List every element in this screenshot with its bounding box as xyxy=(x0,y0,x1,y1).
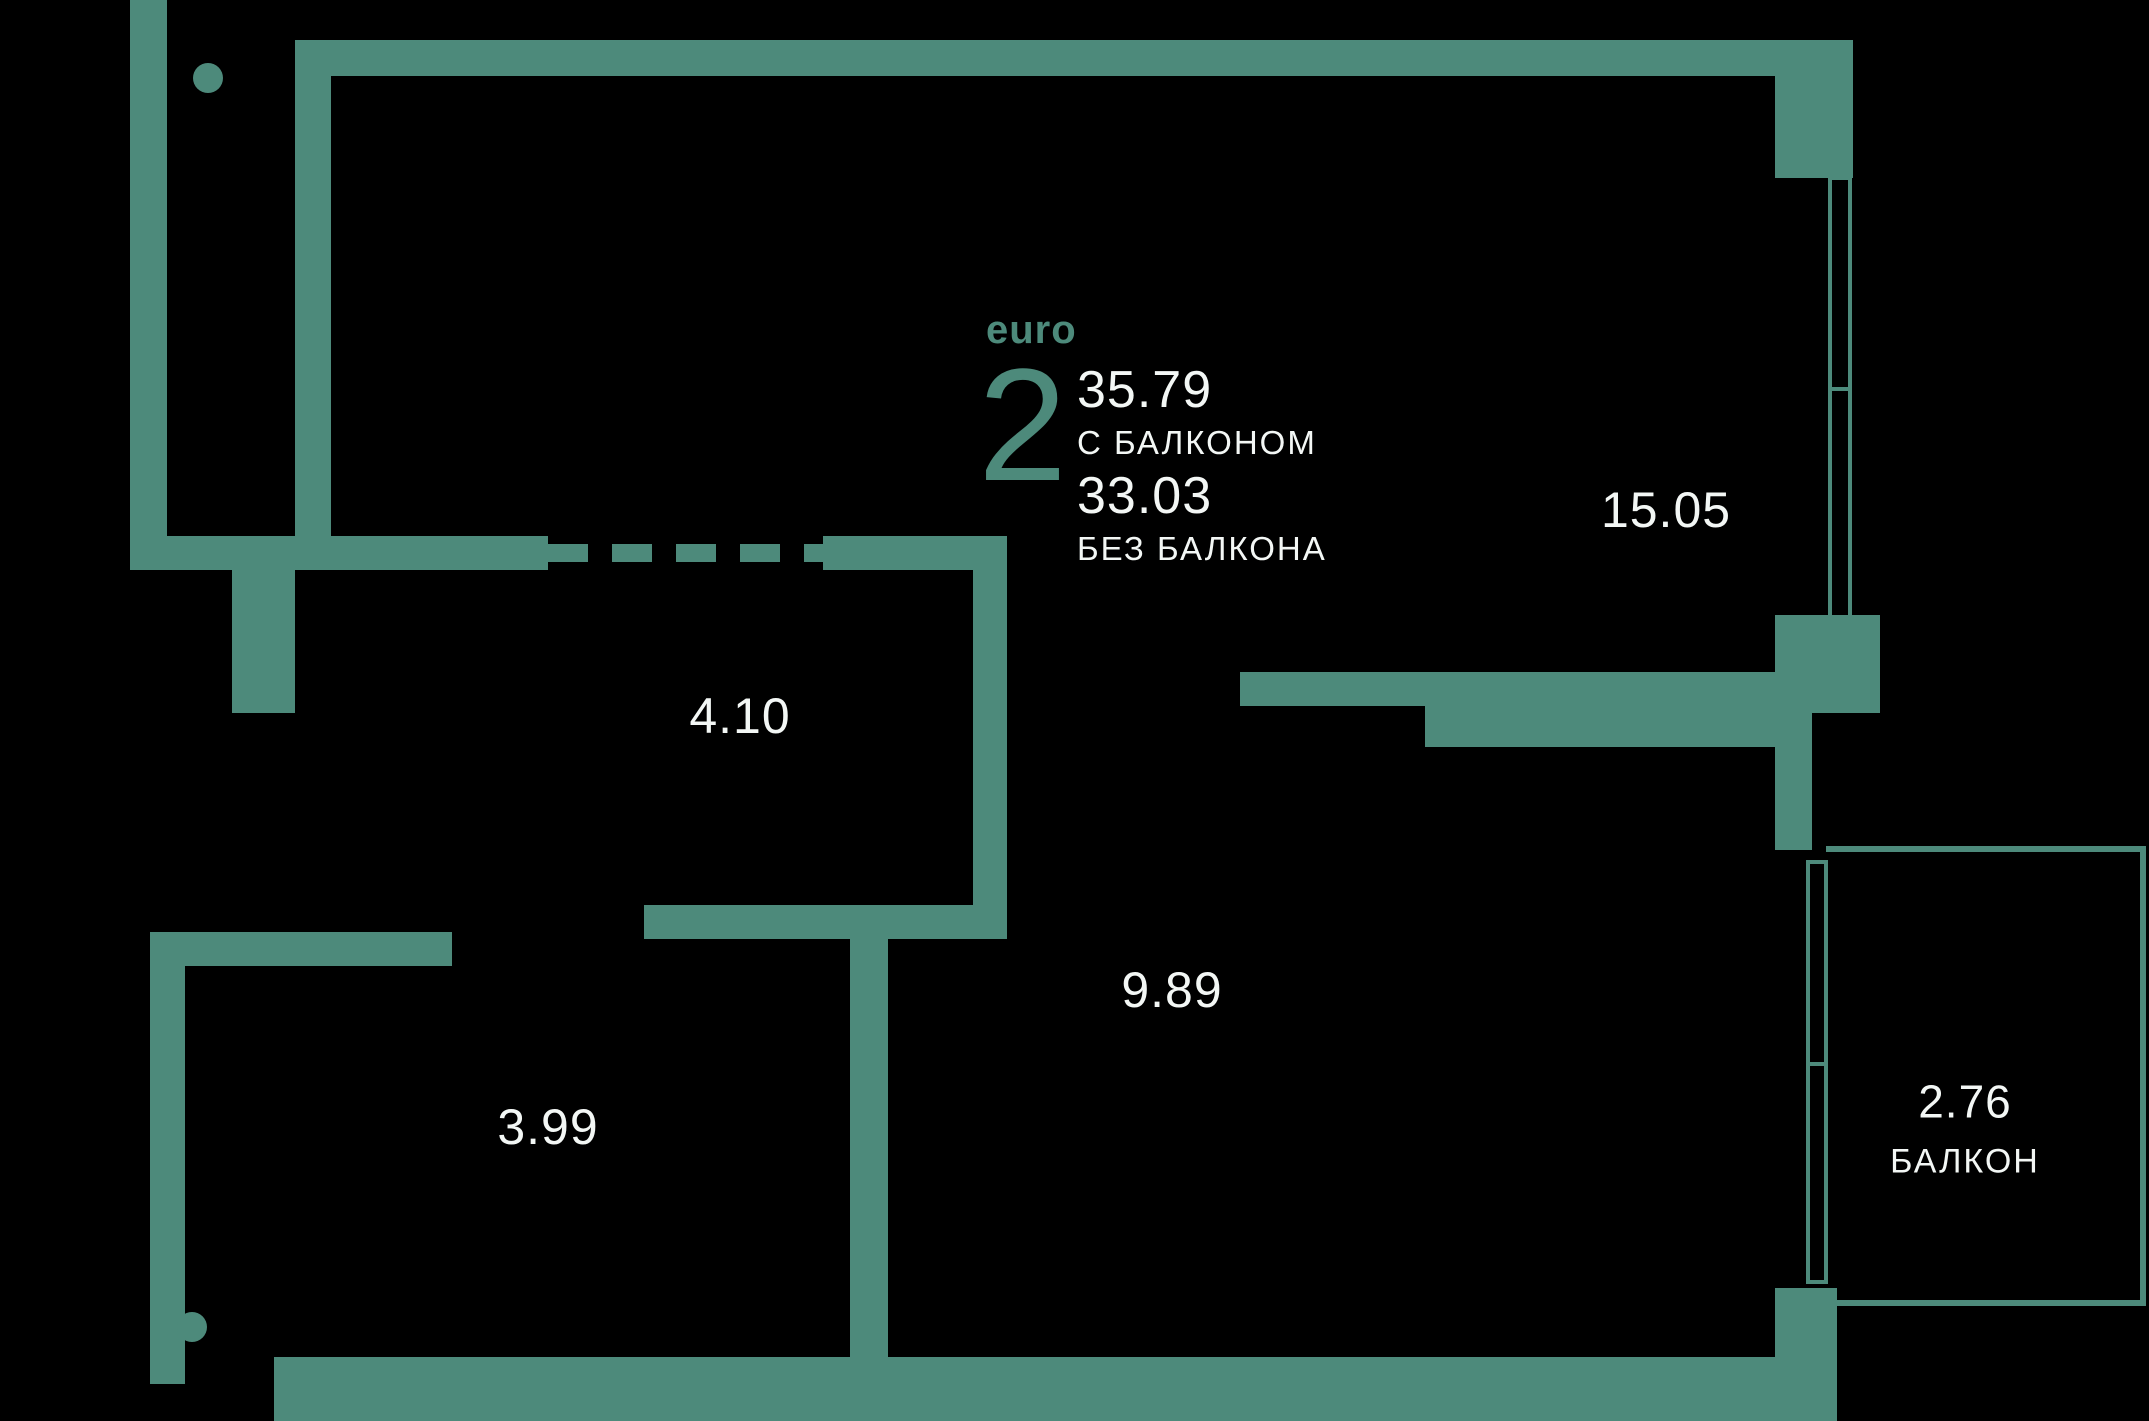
balcony-area-value: 2.76 xyxy=(1918,1075,2012,1128)
wall-hall-right xyxy=(973,570,1007,939)
apartment-type-label: euro xyxy=(986,308,1077,352)
wall-entry-left-vertical xyxy=(130,0,167,570)
wall-hall-top-left xyxy=(295,536,548,570)
wall-left-lower-vertical xyxy=(150,932,185,1384)
dashed-opening-line xyxy=(548,544,823,562)
room-area-bathroom: 3.99 xyxy=(497,1099,599,1155)
apartment-summary: euro 2 35.79 С БАЛКОНОМ 33.03 БЕЗ БАЛКОН… xyxy=(978,308,1327,573)
area-with-balcony: 35.79 xyxy=(1076,361,1213,419)
window-balcony-icon xyxy=(1806,860,1828,1284)
room-area-hallway: 4.10 xyxy=(689,688,791,744)
wall-bathroom-right xyxy=(850,939,888,1357)
room-area-balcony: 2.76 БАЛКОН xyxy=(1890,1075,2040,1182)
wall-right-mid xyxy=(1775,713,1812,850)
wall-right-upper xyxy=(1775,40,1853,178)
wall-right-below-window xyxy=(1775,615,1880,713)
room-area-living: 15.05 xyxy=(1600,482,1732,538)
window-living-room-icon xyxy=(1828,176,1852,620)
window-mullion-icon xyxy=(1832,387,1848,392)
window-mullion-icon xyxy=(1810,1061,1824,1066)
door-pivot-marker-bottom xyxy=(177,1312,207,1342)
without-balcony-caption: БЕЗ БАЛКОНА xyxy=(1076,530,1327,568)
wall-hall-top-right xyxy=(823,536,1007,570)
balcony-edge-right xyxy=(2140,846,2146,1306)
wall-shaft-right xyxy=(295,40,331,570)
wall-hall-bottom xyxy=(644,905,1007,939)
room-count: 2 xyxy=(978,335,1067,514)
wall-room-separator-thick xyxy=(1425,706,1775,747)
with-balcony-caption: С БАЛКОНОМ xyxy=(1076,424,1317,462)
wall-bathroom-top xyxy=(150,932,452,966)
door-pivot-marker-top xyxy=(193,63,223,93)
wall-room-separator xyxy=(1240,672,1775,706)
balcony-edge-bottom xyxy=(1826,1300,2146,1306)
room-area-kitchen: 9.89 xyxy=(1121,962,1223,1018)
balcony-edge-top xyxy=(1826,846,2146,852)
wall-bottom xyxy=(274,1357,1796,1421)
area-without-balcony: 33.03 xyxy=(1076,467,1213,526)
wall-entry-block xyxy=(232,570,295,713)
balcony-caption: БАЛКОН xyxy=(1890,1142,2040,1181)
wall-top xyxy=(295,40,1780,76)
